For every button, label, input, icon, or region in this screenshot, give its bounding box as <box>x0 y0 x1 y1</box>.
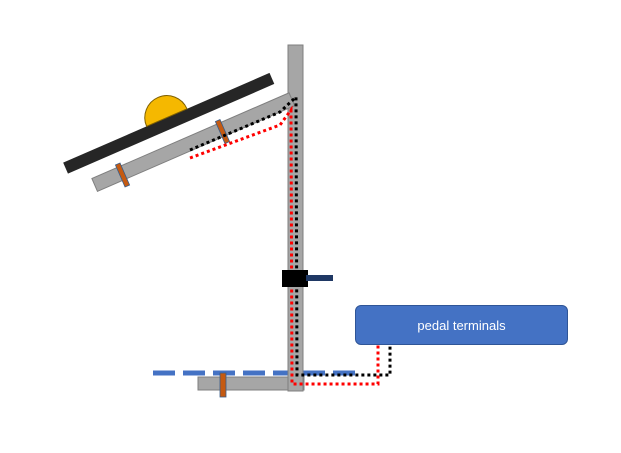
pedal-terminals-label: pedal terminals <box>417 317 506 333</box>
connector-pin <box>306 275 333 281</box>
arm-clamp-right <box>214 119 231 145</box>
knob-half-disc <box>144 95 188 128</box>
red-dotted-wire <box>189 105 380 386</box>
black-dotted-wire <box>189 93 392 377</box>
arm-clamp-left <box>114 162 131 188</box>
top-plate <box>63 72 275 174</box>
connector-body <box>282 270 308 287</box>
bottom-clamp <box>219 372 227 398</box>
pedal-terminals-box: pedal terminals <box>355 305 568 345</box>
